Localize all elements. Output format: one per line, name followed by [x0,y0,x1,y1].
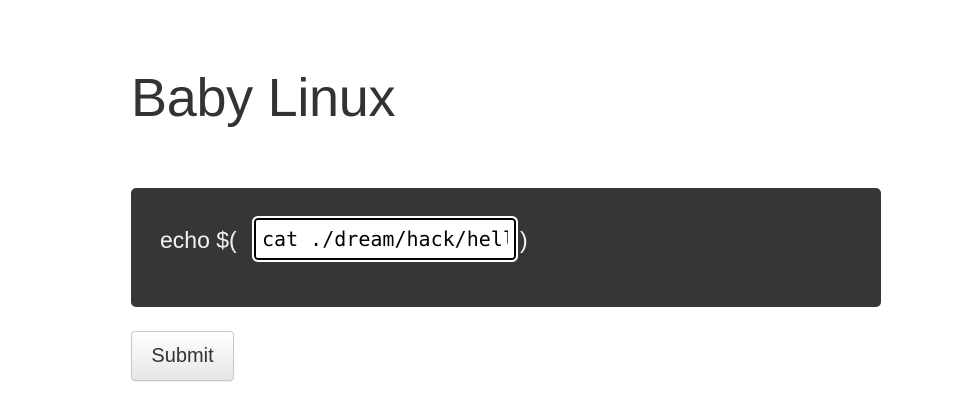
command-console: echo $( ) [131,188,881,307]
command-prefix: echo $( [160,227,237,253]
submit-button[interactable]: Submit [131,331,234,381]
command-suffix: ) [520,227,528,253]
command-input[interactable] [252,216,518,262]
page-title: Baby Linux [131,68,396,128]
